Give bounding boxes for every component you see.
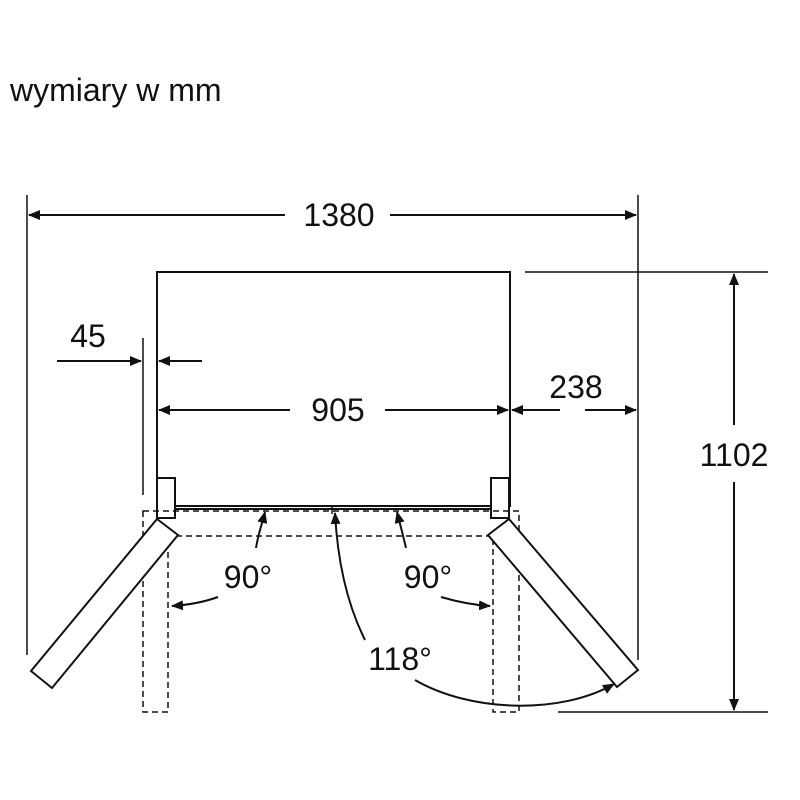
door-swing-outline-90	[142, 510, 520, 713]
label-238: 238	[549, 369, 602, 405]
label-1102: 1102	[700, 437, 769, 473]
angle-118: 118°	[330, 512, 615, 707]
dimension-238: 238	[511, 369, 637, 415]
extension-lines	[26, 195, 768, 713]
angle-left-90: 90°	[171, 511, 272, 611]
fridge-cabinet	[156, 271, 511, 507]
label-905: 905	[311, 392, 364, 428]
label-118: 118°	[368, 641, 432, 677]
right-hinge	[490, 477, 510, 519]
dimension-1380: 1380	[28, 197, 637, 233]
label-left-90: 90°	[224, 559, 272, 595]
door-plane	[175, 505, 491, 514]
dimension-905: 905	[158, 392, 509, 428]
dimension-1102: 1102	[700, 273, 769, 711]
left-hinge	[156, 477, 176, 519]
angle-right-90: 90°	[394, 511, 491, 611]
dimension-45: 45	[57, 318, 202, 366]
right-door-open	[486, 517, 640, 689]
page-title: wymiary w mm	[10, 72, 222, 108]
label-45: 45	[70, 318, 106, 354]
left-door-open	[29, 517, 180, 690]
label-1380: 1380	[303, 197, 374, 233]
label-right-90: 90°	[404, 559, 452, 595]
